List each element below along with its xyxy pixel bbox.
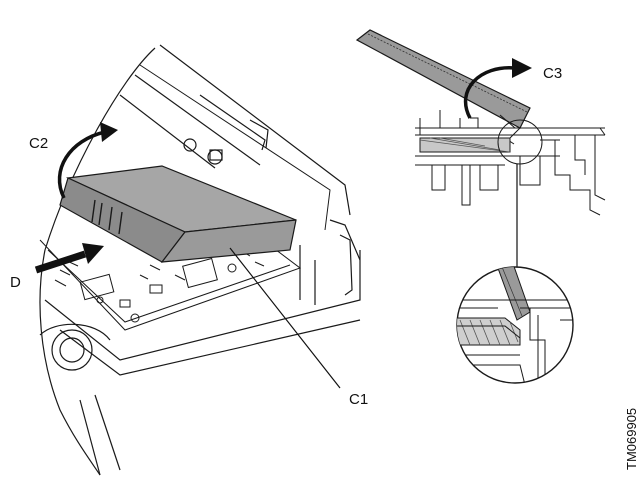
label-c2: C2 <box>29 135 48 152</box>
label-c1: C1 <box>349 391 368 408</box>
leader-line-c1 <box>229 247 341 389</box>
arrow-d <box>34 243 104 274</box>
label-c3: C3 <box>543 65 562 82</box>
right-section-view <box>355 29 606 216</box>
left-assembly-view <box>39 44 361 476</box>
arrow-c3 <box>463 58 532 119</box>
label-d: D <box>10 274 21 291</box>
arrow-c2 <box>57 122 118 199</box>
module-c1 <box>59 165 297 263</box>
figure-code: TM069905 <box>624 408 639 470</box>
magnified-detail <box>456 266 574 384</box>
